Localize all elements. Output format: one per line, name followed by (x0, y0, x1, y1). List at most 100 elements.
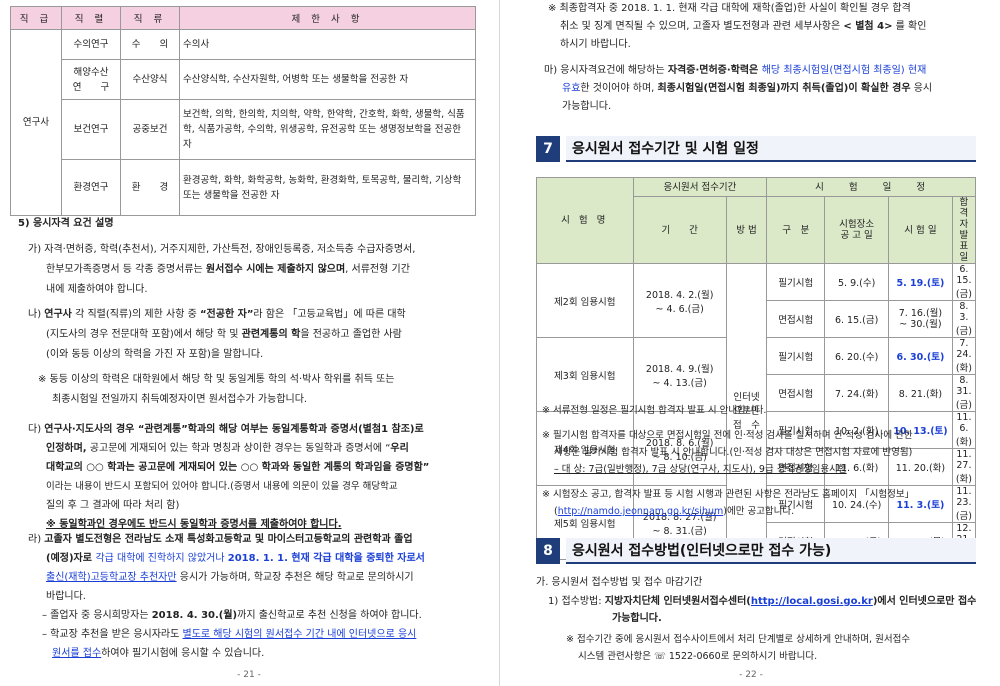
text-bold: “전공한 자” (199, 309, 254, 320)
section-5-title: 5) 응시자격 요건 설명 (18, 218, 114, 229)
text: 응시 (910, 83, 933, 94)
result-date: 8. 31.(금) (951, 374, 977, 412)
text-blue-underline: 별도로 해당 시험의 원서접수 기간 내에 인터넷으로 응시 (182, 629, 417, 640)
header-exam-name: 시 험 명 (536, 177, 634, 264)
table-row: 보건연구 공중보건 보건학, 의학, 한의학, 치의학, 약학, 한약학, 간호… (11, 99, 476, 160)
item-da-line: 질의 후 그 결과에 따라 처리 함) (46, 500, 180, 511)
header-method: 방 법 (725, 196, 768, 264)
text: 한 것이어야 하며, (580, 83, 658, 94)
item-na-line: 나) 연구사 각 직렬(직류)의 제한 사항 중 “전공한 자”라 함은 「고등… (28, 305, 488, 325)
item-ra-line: 바랍니다. (46, 591, 86, 602)
text-blue-underline: 원서를 접수 (52, 648, 102, 659)
text: , 서류전형 기간 (345, 264, 410, 275)
item-da-line: 대학교의 ○○ 학과는 공고문에 게재되어 있는 ○○ 학과와 동일한 계통의 … (46, 462, 430, 473)
apply-period: 2018. 8. 6.(월) ~ 8. 10.(금) (632, 411, 727, 486)
header-period: 기 간 (632, 196, 727, 264)
text: 한부모가족증명서 등 각종 증명서류는 (46, 264, 206, 275)
section-7-header: 7 응시원서 접수기간 및 시험 일정 (536, 136, 976, 162)
table-row: 해양수산 연 구 수산양식 수산양식학, 수산자원학, 어병학 또는 생물학을 … (11, 59, 476, 100)
exam-type: 면접시험 (766, 300, 826, 338)
item-da-line: 다) 연구사·지도사의 경우 “관련계통”학과의 해당 여부는 동일계통학과 증… (28, 420, 488, 439)
page-number: - 22 - (739, 670, 763, 680)
class-cell: 환 경 (120, 159, 180, 216)
exam-type: 필기시험 (766, 337, 826, 375)
text: 나) (28, 309, 45, 320)
note-line: – 대 상: 7급(일반행정), 7급 상당(연구사, 지도사), 9급 경력경… (554, 464, 847, 475)
item-ra-line: – 졸업자 중 응시희망자는 2018. 4. 30.(월)까지 출신학교로 추… (28, 606, 488, 625)
item-ga: 가) 자격·면허증, 학력(추천서), 거주지제한, 가산특전, 장애인등록증,… (28, 240, 488, 300)
section-8-body: 가. 응시원서 접수방법 및 접수 마감기간 1) 접수방법: 지방자치단체 인… (536, 574, 992, 665)
item-ma-line: 가능합니다. (562, 101, 612, 112)
text: 마) 응시자격요건에 해당하는 (544, 65, 668, 76)
restriction-cell: 수산양식학, 수산자원학, 어병학 또는 생물학을 전공한 자 (179, 59, 476, 100)
text-bold: (예정)자로 (46, 553, 96, 564)
section-number: 8 (536, 538, 560, 564)
item-ma-line: 마) 응시자격요건에 해당하는 자격증·면허증·학력은 해당 최종시험일(면접시… (544, 62, 992, 80)
exam-date: 11. 20.(화) (888, 448, 953, 486)
note-line: (http://namdo.jeonnam.go.kr/sihum)에만 공고합… (542, 503, 992, 520)
note-line: 시스템 관련사항은 ☏ 1522-0660로 문의하시기 바랍니다. (578, 651, 818, 662)
page-number: - 21 - (237, 670, 261, 680)
header-date: 시 험 일 (888, 196, 953, 264)
table-row: 제3회 임용시험 2018. 4. 9.(월) ~ 4. 13.(금) 필기시험… (536, 337, 977, 412)
restriction-cell: 환경공학, 화학, 화학공학, 농화학, 환경화학, 토목공학, 물리학, 기상… (179, 159, 476, 216)
text-blue-bold: 2018. 1. 1. 현재 각급 대학을 중퇴한 자로서 (227, 553, 425, 564)
item-ga-line: 내에 제출하여야 합니다. (46, 284, 148, 295)
top-note: ※ 최종합격자 중 2018. 1. 1. 현재 각급 대학에 재학(졸업)한 … (548, 0, 988, 54)
header-apply: 응시원서 접수기간 (632, 177, 768, 197)
note-line: 최종시험일 전일까지 취득예정자이면 원서접수가 가능합니다. (52, 394, 308, 405)
text-bold: 우리 (390, 443, 409, 454)
gosi-link[interactable]: http://local.gosi.go.kr (750, 596, 873, 607)
table-row: 제4회 임용시험 2018. 8. 6.(월) ~ 8. 10.(금) 필기시험… (536, 411, 977, 486)
text-bold: 관련계통의 학 (241, 329, 301, 340)
apply-period: 2018. 4. 9.(월) ~ 4. 13.(금) (632, 337, 727, 412)
exam-date: 6. 30.(토) (888, 337, 953, 375)
text-bold: 지방자치단체 인터넷원서접수센터( (604, 596, 751, 607)
note-line: 사항은 필기시험 합격자 발표 시 안내합니다.(인·적성 검사 대상은 면접시… (554, 447, 913, 458)
text: – 학교장 추천을 받은 응시자라도 (42, 629, 183, 640)
text-bold: 인정하며, (46, 443, 87, 454)
text-blue: 유효 (562, 83, 581, 94)
text-bold: 2018. 4. 30.(월) (151, 610, 238, 621)
class-cell: 공중보건 (120, 99, 180, 160)
table-row: 환경연구 환 경 환경공학, 화학, 화학공학, 농화학, 환경화학, 토목공학… (11, 159, 476, 216)
text-bold: 최종시험일(면접시험 최종일)까지 취득(졸업)이 확실한 경우 (657, 83, 911, 94)
venue-date: 6. 20.(수) (824, 337, 890, 375)
item-ma: 마) 응시자격요건에 해당하는 자격증·면허증·학력은 해당 최종시험일(면접시… (544, 62, 992, 116)
note-line: ※ 시험장소 공고, 합격자 발표 등 시험 시행과 관련된 사항은 전라남도 … (542, 489, 915, 500)
exam-type: 면접시험 (766, 374, 826, 412)
text-bold: 자격증·면허증·학력은 (667, 65, 762, 76)
schedule-notes: ※ 서류전형 일정은 필기시험 합격자 발표 시 안내합니다. ※ 필기시험 합… (542, 402, 992, 520)
table-row: 제2회 임용시험 2018. 4. 2.(월) ~ 4. 6.(금) 인터넷 으… (536, 263, 977, 560)
note-line: ※ 필기시험 합격자를 대상으로 면접시험일 전에 인·적성 검사를 실시하며 … (542, 430, 913, 441)
text-blue: 각급 대학에 진학하지 않았거나 (95, 553, 228, 564)
series-cell: 수의연구 (61, 29, 121, 60)
header-class: 직 류 (120, 6, 180, 30)
header-restriction: 제 한 사 항 (179, 6, 476, 30)
section-title: 응시원서 접수기간 및 시험 일정 (566, 136, 976, 162)
note-line: ※ 서류전형 일정은 필기시험 합격자 발표 시 안내합니다. (542, 405, 767, 416)
item-ra-line: – 학교장 추천을 받은 응시자라도 별도로 해당 시험의 원서접수 기간 내에… (28, 625, 488, 644)
text: 를 확인 (892, 21, 927, 32)
text-bold: < 별첨 4> (843, 21, 893, 32)
restriction-cell: 보건학, 의학, 한의학, 치의학, 약학, 한약학, 간호학, 화학, 생물학… (179, 99, 476, 160)
venue-date: 10. 24.(수) (824, 485, 890, 523)
table-row: 면접시험 6. 15.(금) 7. 16.(월) ~ 30.(월) 8. 3.(… (537, 300, 977, 338)
result-date: 11. 6.(화) (951, 411, 977, 449)
exam-type: 필기시험 (766, 411, 826, 449)
text: 취소 및 징계 면직될 수 있으며, 고졸자 별도전형과 관련 세부사항은 (560, 21, 844, 32)
homepage-link[interactable]: http://namdo.jeonnam.go.kr/sihum (557, 506, 724, 517)
item-da-line: 이라는 내용이 반드시 포함되어 있어야 합니다.(증명서 내용에 의문이 있을… (46, 481, 398, 492)
result-date: 6. 15.(금) (951, 263, 977, 301)
note-line: ※ 동등 이상의 학력은 대학원에서 해당 학 및 동일계통 학의 석·박사 학… (38, 374, 395, 385)
section-number: 7 (536, 136, 560, 162)
text-bold: 고졸자 별도전형은 전라남도 소재 특성화고등학교 및 마이스터고등학교의 관련… (44, 534, 413, 545)
item-ma-line: 유효한 것이어야 하며, 최종시험일(면접시험 최종일)까지 취득(졸업)이 확… (544, 80, 992, 98)
header-grade: 직 급 (10, 6, 62, 30)
restriction-table-header: 직 급 직 렬 직 류 제 한 사 항 (10, 6, 476, 30)
table-row: 면접시험 11. 6.(화) 11. 20.(화) 11. 27.(화) (537, 448, 977, 486)
header-series: 직 렬 (61, 6, 121, 30)
series-cell: 해양수산 연 구 (61, 59, 121, 100)
table-row: 연구사 수의연구 수 의 수의사 (10, 29, 476, 216)
series-cell: 환경연구 (61, 159, 121, 216)
